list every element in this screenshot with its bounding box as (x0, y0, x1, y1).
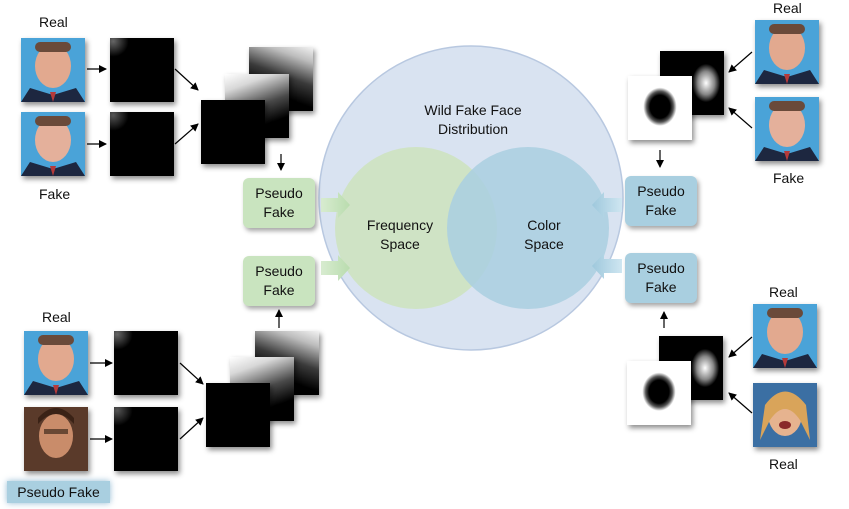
frequency-map (110, 112, 174, 176)
arrow (728, 51, 753, 73)
pseudo-fake-tag: Pseudo Fake (7, 481, 110, 503)
face-frame (755, 20, 819, 84)
frequency-map (114, 407, 178, 471)
face-image-bl-real (24, 331, 88, 395)
face-frame (21, 38, 85, 102)
face-image-br-real-woman (753, 383, 817, 447)
green-block-arrow (321, 255, 350, 281)
frequency-space-label: Frequency Space (366, 217, 434, 252)
label-real: Real (769, 284, 798, 300)
label-real: Real (773, 0, 802, 16)
frequency-diff-map (201, 100, 265, 164)
face-frame (753, 304, 817, 368)
label-real: Real (42, 309, 71, 325)
blend-mask (627, 361, 691, 425)
blue-block-arrow (592, 192, 622, 218)
label-fake: Fake (773, 170, 805, 186)
face-image-tr-fake (755, 97, 819, 161)
blend-mask (628, 76, 692, 140)
face-image-tl-fake (21, 112, 85, 176)
blue-block-arrow (592, 253, 622, 279)
face-image-tr-real (755, 20, 819, 84)
face-frame (753, 383, 817, 447)
face-frame (24, 407, 88, 471)
label-real: Real (769, 456, 798, 472)
frequency-map (114, 331, 178, 395)
arrow (728, 336, 753, 358)
frequency-diff-map (206, 383, 270, 447)
arrow (179, 362, 204, 385)
face-image-tl-real (21, 38, 85, 102)
arrow (179, 417, 204, 440)
face-frame (755, 97, 819, 161)
color-space-circle (447, 147, 609, 309)
face-frame (24, 331, 88, 395)
label-fake: Fake (39, 186, 71, 202)
label-real: Real (39, 14, 68, 30)
frequency-space-circle (335, 147, 497, 309)
wild-distribution-title: Wild Fake Face Distribution (424, 102, 522, 137)
frequency-map (110, 38, 174, 102)
arrow (174, 123, 199, 145)
arrow (174, 68, 199, 91)
face-image-bl-pseudo-fake (24, 407, 88, 471)
face-image-br-real (753, 304, 817, 368)
arrow (728, 107, 753, 129)
arrow (728, 392, 753, 414)
green-block-arrow (321, 192, 350, 218)
color-space-label: Color Space (524, 217, 564, 252)
face-frame (21, 112, 85, 176)
